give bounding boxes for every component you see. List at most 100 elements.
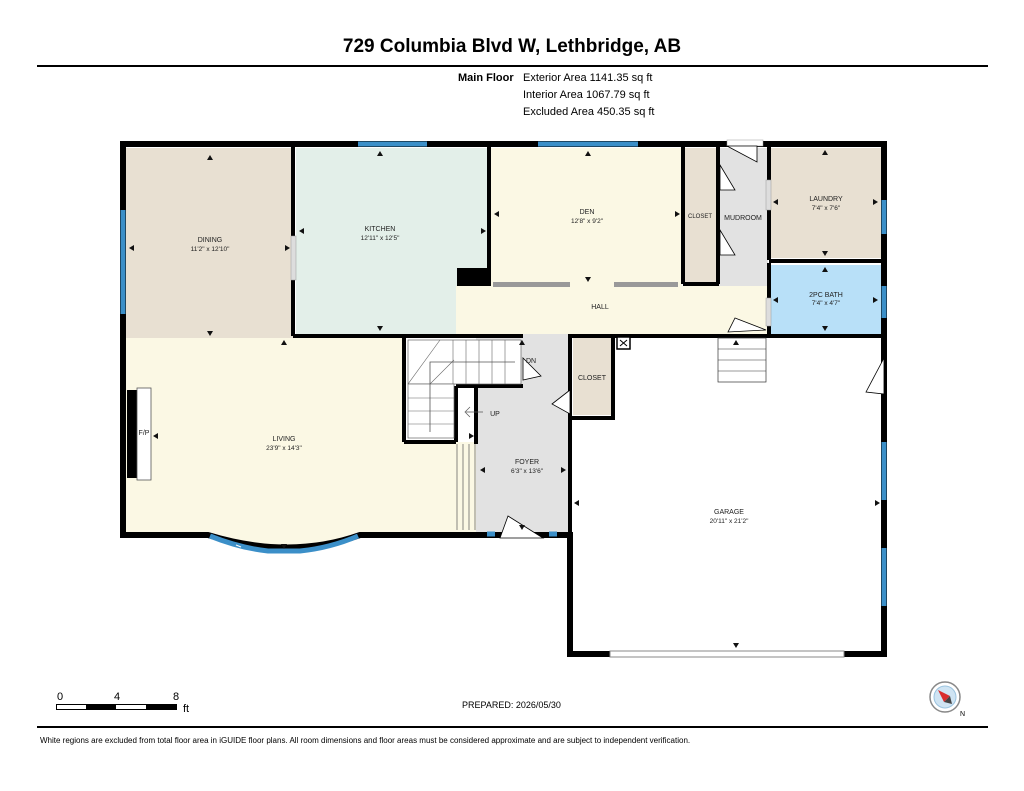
mudroom-fill xyxy=(718,148,768,288)
excluded-area: Excluded Area 450.35 sq ft xyxy=(523,106,655,118)
stairs-down-label: DN xyxy=(526,358,536,365)
foyer-label: FOYER xyxy=(515,459,539,466)
dim-arrow xyxy=(281,340,287,345)
mudroom-top-door xyxy=(726,139,764,147)
dim-arrow xyxy=(481,228,486,234)
scale-bar xyxy=(56,704,177,710)
dim-arrow xyxy=(574,500,579,506)
foyer-dims: 6'3" x 13'6" xyxy=(511,468,544,475)
floor-plan: DINING 11'2" x 12'10" KITCHEN 12'11" x 1… xyxy=(120,139,887,658)
dim-arrow xyxy=(822,150,828,155)
dim-arrow xyxy=(585,277,591,282)
dim-arrow xyxy=(585,151,591,156)
dim-arrow xyxy=(773,297,778,303)
utility-box-cross xyxy=(619,339,628,347)
garage-label: GARAGE xyxy=(714,509,744,516)
dim-arrow xyxy=(153,433,158,439)
stairs-up-label: UP xyxy=(490,411,500,418)
bath-door xyxy=(765,297,772,327)
kitchen-dims: 12'11" x 12'5" xyxy=(361,235,400,242)
dim-arrow xyxy=(822,251,828,256)
garage-side-door-swing xyxy=(865,357,885,395)
compass-icon: N xyxy=(929,681,965,718)
laundry-fill xyxy=(770,148,881,258)
hall-label: HALL xyxy=(591,304,609,311)
scale-bar-frame xyxy=(56,704,177,710)
dim-arrow xyxy=(494,211,499,217)
living-dims: 23'9" x 14'3" xyxy=(266,445,302,452)
closet-top-fill xyxy=(685,148,717,282)
closet-foyer-door-swing xyxy=(551,389,571,415)
dim-arrow xyxy=(299,228,304,234)
floor-label: Main Floor xyxy=(458,72,514,84)
fireplace-body xyxy=(136,387,152,481)
stair-winder xyxy=(429,359,455,385)
dim-arrow xyxy=(207,331,213,336)
exterior-area: Exterior Area 1141.35 sq ft xyxy=(523,72,653,84)
mudroom-label: MUDROOM xyxy=(724,215,762,222)
scale-bar-segment xyxy=(86,704,116,710)
dim-arrow xyxy=(822,267,828,272)
dining-fill xyxy=(126,148,293,338)
fireplace-label: F/P xyxy=(139,430,150,437)
dim-arrow xyxy=(519,525,525,530)
interior-area: Interior Area 1067.79 sq ft xyxy=(523,89,650,101)
header-rule xyxy=(37,65,988,67)
stairs-down-arrow xyxy=(429,361,515,432)
den-label: DEN xyxy=(580,209,595,216)
dim-arrow xyxy=(377,326,383,331)
disclaimer: White regions are excluded from total fl… xyxy=(40,736,691,745)
den-door-right xyxy=(614,282,678,287)
dim-arrow xyxy=(875,500,880,506)
dim-arrow xyxy=(281,544,287,549)
dim-arrow xyxy=(285,245,290,251)
bath-fill xyxy=(770,265,881,334)
closet-foyer-label: CLOSET xyxy=(578,375,607,382)
scale-bar-segment xyxy=(146,704,176,710)
laundry-door xyxy=(765,179,772,211)
dim-arrow xyxy=(129,245,134,251)
stairs-up-arrow xyxy=(464,406,483,418)
dining-dims: 11'2" x 12'10" xyxy=(191,246,230,253)
den-door-left xyxy=(493,282,570,287)
dim-arrow xyxy=(873,297,878,303)
footer-rule xyxy=(37,726,988,728)
closet-foyer-fill xyxy=(573,338,611,415)
garage-dims: 20'11" x 21'2" xyxy=(710,518,749,525)
bay-mullion xyxy=(235,544,242,548)
stair-winder xyxy=(407,339,441,385)
dim-arrow xyxy=(822,326,828,331)
hall-fill xyxy=(456,286,768,334)
bath-label: 2PC BATH xyxy=(809,292,843,299)
bath-dims: 7'4" x 4'7" xyxy=(812,300,841,307)
mudroom-door-swing xyxy=(726,145,758,163)
dim-arrow xyxy=(469,433,474,439)
den-fill xyxy=(491,148,682,286)
living-fill xyxy=(126,334,476,545)
stair-door-swing xyxy=(522,357,542,381)
garage-door xyxy=(609,650,845,658)
dining-label: DINING xyxy=(198,237,223,244)
dim-arrow xyxy=(377,151,383,156)
prepared-date: PREPARED: 2026/05/30 xyxy=(462,700,561,710)
dim-arrow xyxy=(873,199,878,205)
fireplace-hearth xyxy=(127,390,137,478)
dim-arrow xyxy=(733,340,739,345)
plan-title: 729 Columbia Blvd W, Lethbridge, AB xyxy=(342,36,682,57)
living-bay-window xyxy=(209,533,359,554)
scale-tick-0: 0 xyxy=(57,691,64,703)
dim-arrow xyxy=(561,467,566,473)
dining-kitchen-opening xyxy=(290,235,297,281)
dim-arrow xyxy=(207,155,213,160)
dim-arrow xyxy=(519,340,525,345)
dim-arrow xyxy=(675,211,680,217)
closet-door-swing-2 xyxy=(719,228,736,256)
closet-door-swing-1 xyxy=(719,163,736,191)
bath-door-swing xyxy=(727,317,767,333)
dim-arrow xyxy=(733,643,739,648)
laundry-dims: 7'4" x 7'6" xyxy=(812,205,841,212)
scale-tick-4: 4 xyxy=(114,691,121,703)
scale-unit: ft xyxy=(183,703,190,715)
kitchen-column xyxy=(457,268,491,286)
compass-letter: N xyxy=(960,711,965,718)
